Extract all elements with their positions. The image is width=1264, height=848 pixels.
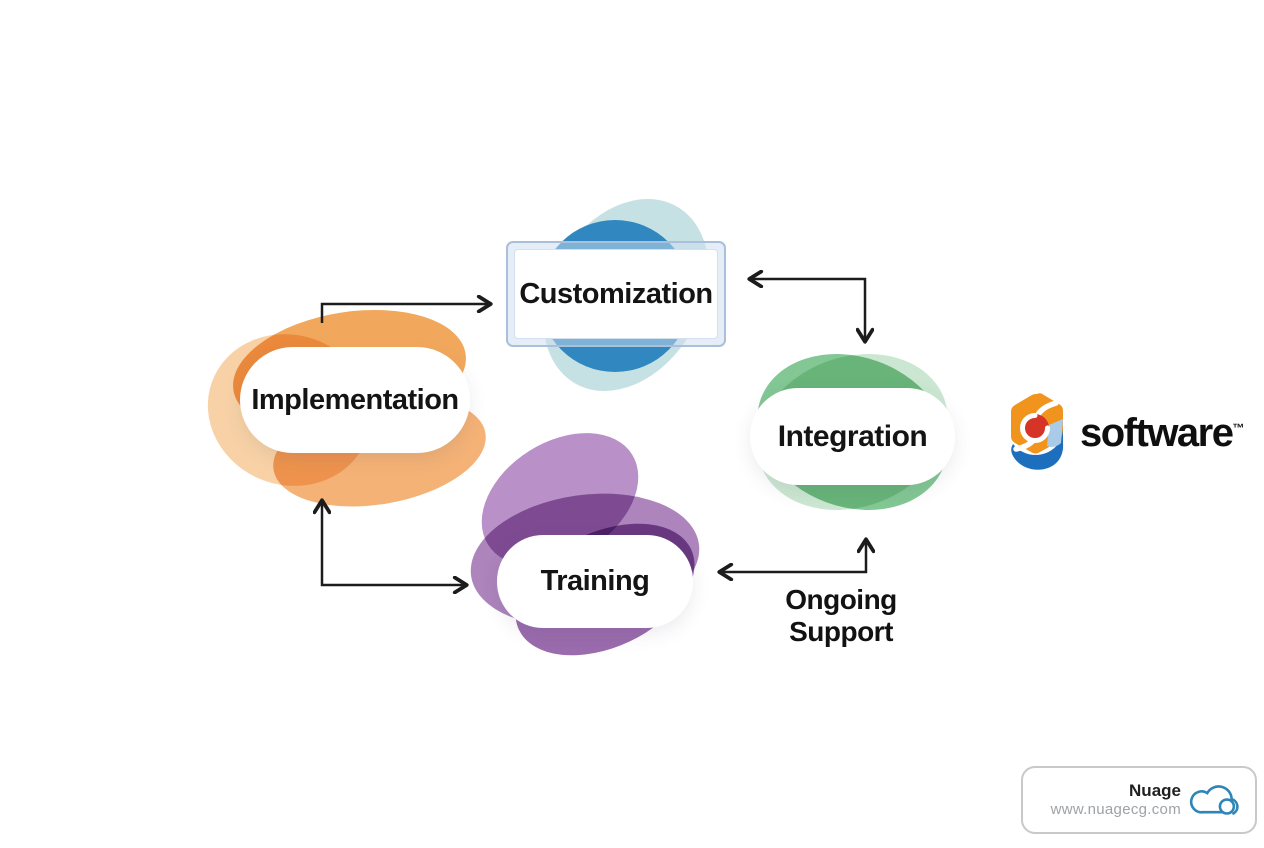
node-customization-inner: Customization bbox=[514, 249, 718, 339]
cloud-icon bbox=[1189, 785, 1239, 815]
nuage-text-block: Nuage www.nuagecg.com bbox=[1051, 780, 1181, 820]
node-customization: Customization bbox=[506, 241, 726, 347]
software-logo: software™ bbox=[1004, 390, 1245, 476]
nuage-brand-name: Nuage bbox=[1129, 781, 1181, 800]
node-training: Training bbox=[497, 535, 693, 628]
software-logo-text: software bbox=[1080, 410, 1234, 455]
arrow-training-integration bbox=[720, 540, 866, 572]
node-integration-label: Integration bbox=[777, 419, 928, 453]
node-customization-label: Customization bbox=[519, 277, 713, 310]
ongoing-support-label: Ongoing Support bbox=[763, 584, 919, 648]
software-s-hexagon-icon bbox=[1011, 393, 1064, 470]
software-logo-wordmark: software™ bbox=[1080, 411, 1245, 456]
node-implementation: Implementation bbox=[240, 347, 470, 453]
trademark-symbol: ™ bbox=[1232, 420, 1245, 435]
ongoing-support-line1: Ongoing bbox=[785, 584, 897, 615]
nuage-watermark-badge: Nuage www.nuagecg.com bbox=[1021, 766, 1257, 834]
node-implementation-label: Implementation bbox=[251, 383, 459, 416]
arrow-implementation-training bbox=[322, 501, 466, 585]
nuage-website: www.nuagecg.com bbox=[1050, 801, 1181, 819]
node-training-label: Training bbox=[540, 565, 650, 597]
ongoing-support-line2: Support bbox=[789, 616, 893, 647]
node-integration: Integration bbox=[750, 388, 955, 485]
arrow-customization-integration bbox=[750, 279, 865, 341]
